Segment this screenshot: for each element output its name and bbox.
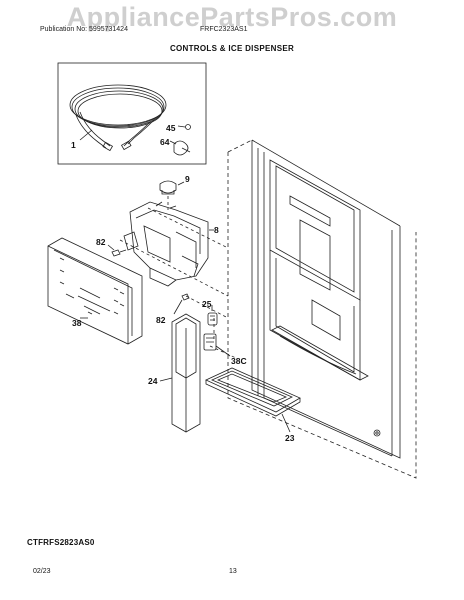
callout-38c: 38C — [231, 356, 247, 366]
part-25-switch — [207, 305, 218, 326]
model-code-label: CTFRFS2823AS0 — [27, 538, 95, 547]
part-9-knob — [159, 180, 185, 195]
callout-38: 38 — [72, 318, 82, 328]
part-8-dispenser-housing — [123, 201, 214, 287]
assembly-guide-lines — [119, 196, 237, 359]
footer-date: 02/23 — [33, 568, 51, 575]
inset-frame — [57, 62, 207, 165]
leader-45 — [177, 125, 186, 128]
section-title: CONTROLS & ICE DISPENSER — [169, 44, 295, 53]
publication-number: Publication No: 5995731424 — [40, 26, 128, 33]
callout-8: 8 — [214, 225, 219, 235]
callout-1: 1 — [71, 140, 76, 150]
callout-9: 9 — [185, 174, 190, 184]
callout-82-lower: 82 — [156, 315, 166, 325]
part-38-control-panel — [47, 237, 143, 345]
callout-23: 23 — [285, 433, 295, 443]
leader-64 — [169, 140, 177, 145]
refrigerator-door — [227, 139, 417, 479]
part-24-actuator-paddle — [159, 313, 201, 433]
fitting-part — [173, 124, 191, 156]
footer-page-number: 13 — [229, 568, 237, 575]
water-tube-coil — [69, 84, 167, 152]
part-23-drip-tray — [205, 367, 301, 433]
model-number-top: FRFC2323AS1 — [200, 26, 248, 33]
callout-64: 64 — [160, 137, 170, 147]
leader-1 — [79, 129, 93, 141]
part-38c-module — [203, 333, 231, 357]
callout-25: 25 — [202, 299, 212, 309]
part-82-screws — [107, 244, 190, 315]
callout-82-upper: 82 — [96, 237, 106, 247]
callout-45: 45 — [166, 123, 176, 133]
callout-24: 24 — [148, 376, 158, 386]
tubing-inset — [57, 62, 207, 165]
watermark-text: AppliancePartsPros.com — [66, 2, 398, 32]
